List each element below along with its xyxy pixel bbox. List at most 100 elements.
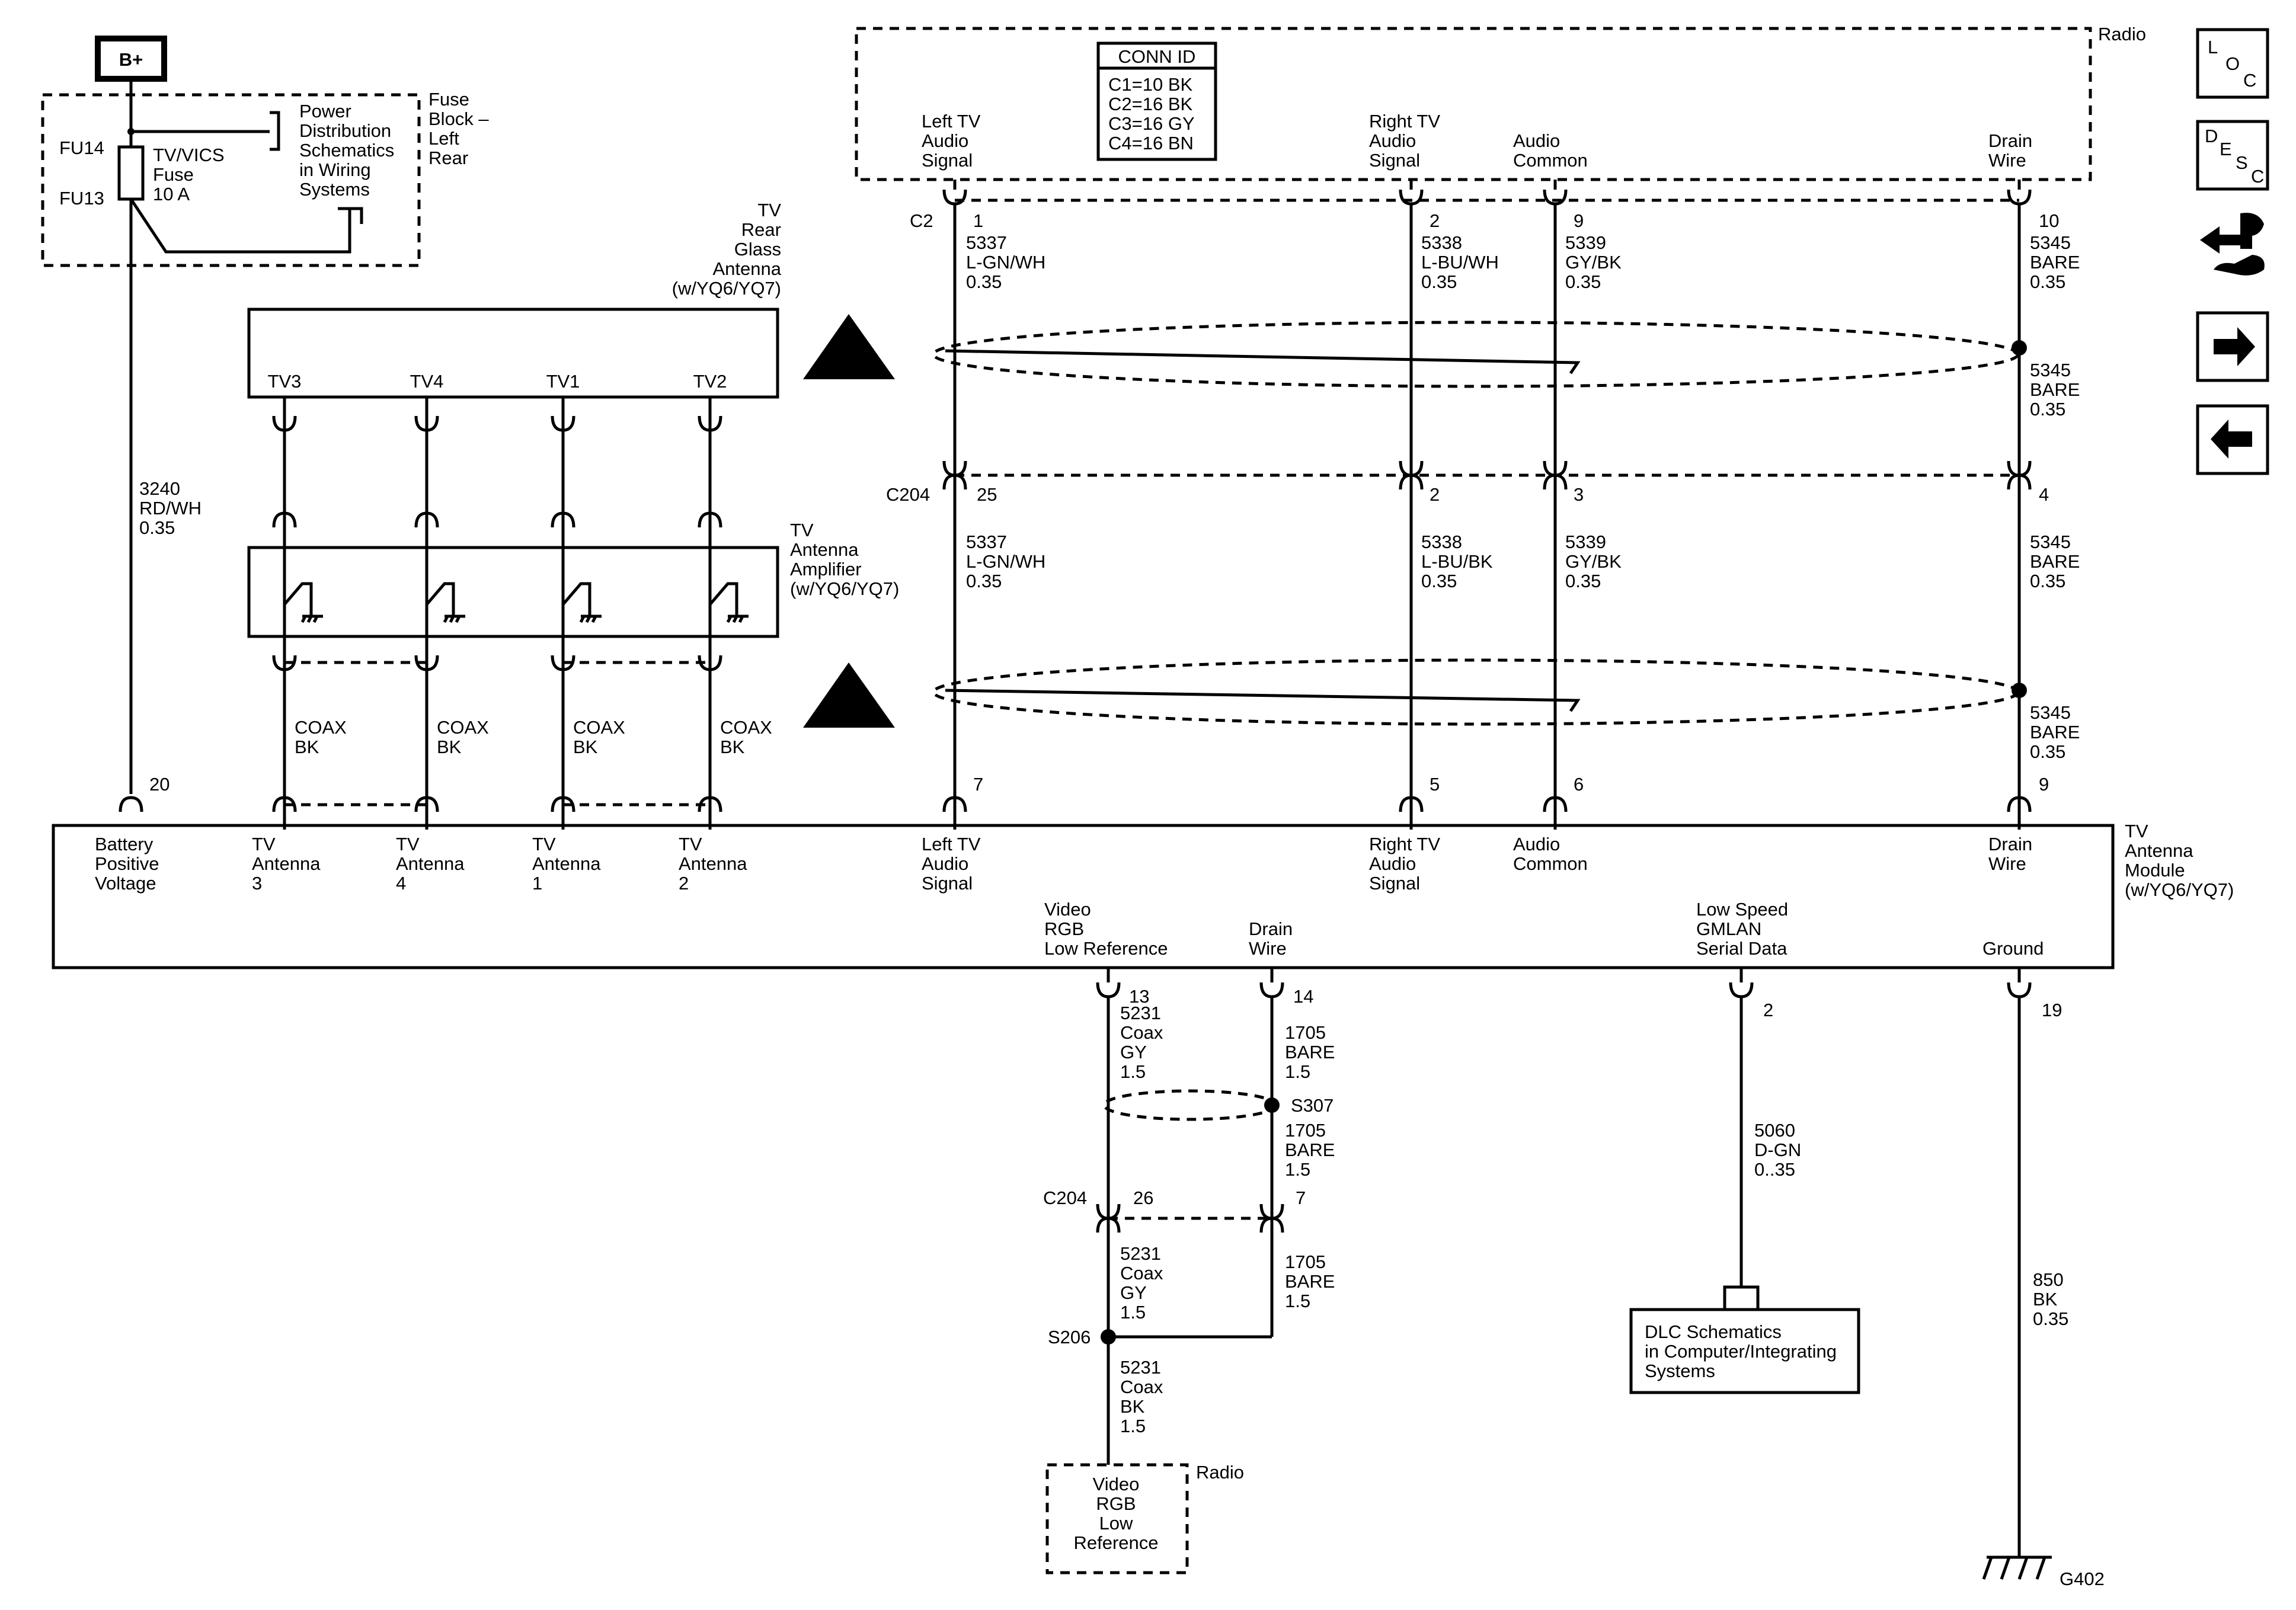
svg-text:Positive: Positive: [95, 853, 159, 874]
fuse-block: [41, 93, 421, 267]
svg-text:1.5: 1.5: [1285, 1291, 1310, 1311]
svg-text:0.35: 0.35: [1565, 571, 1601, 591]
wire-1705-a-label: 1705 BARE 1.5: [1285, 1022, 1335, 1082]
svg-text:Audio: Audio: [922, 853, 968, 874]
svg-text:Voltage: Voltage: [95, 873, 156, 894]
svg-text:TV: TV: [252, 834, 276, 854]
svg-text:19: 19: [2042, 1000, 2062, 1020]
fuse-block-title: Fuse Block – Left Rear: [428, 89, 489, 168]
svg-text:RGB: RGB: [1044, 918, 1084, 939]
svg-text:13: 13: [1129, 986, 1149, 1007]
rear-glass-antenna-box: [247, 308, 779, 399]
svg-text:Audio: Audio: [1513, 130, 1560, 151]
radio-pin-numbers: 1 2 9 10: [973, 210, 2059, 231]
wire-850-label: 850 BK 0.35: [2033, 1269, 2068, 1329]
shield-video: [1102, 1089, 1278, 1121]
svg-text:BARE: BARE: [1285, 1140, 1335, 1160]
drain-label-mid-2: 5345 BARE 0.35: [2030, 702, 2080, 762]
radio-lower-title: Radio: [1196, 1462, 1244, 1483]
svg-text:5345: 5345: [2030, 532, 2071, 552]
conn-id-lines: C1=10 BK C2=16 BK C3=16 GY C4=16 BN: [1108, 74, 1195, 153]
svg-text:Distribution: Distribution: [299, 120, 391, 141]
c204-lower-label: C204: [1043, 1188, 1087, 1208]
svg-text:1.5: 1.5: [1120, 1302, 1146, 1323]
c204-label: C204: [886, 484, 930, 505]
svg-text:5231: 5231: [1120, 1003, 1161, 1023]
svg-text:5345: 5345: [2030, 702, 2071, 723]
svg-text:2: 2: [1430, 484, 1440, 505]
svg-text:BK: BK: [1120, 1396, 1145, 1417]
module-bottom-connector-arcs: [1096, 982, 2032, 998]
c204-pin-numbers: 25 2 3 4: [977, 484, 2049, 505]
wire-5231-c-label: 5231 Coax BK 1.5: [1120, 1357, 1163, 1436]
svg-text:BARE: BARE: [1285, 1042, 1335, 1062]
svg-text:Coax: Coax: [1120, 1022, 1163, 1043]
svg-text:Coax: Coax: [1120, 1263, 1163, 1283]
svg-text:1.5: 1.5: [1285, 1061, 1310, 1082]
svg-text:Drain: Drain: [1988, 130, 2032, 151]
svg-text:Schematics: Schematics: [299, 140, 394, 161]
svg-text:BK: BK: [437, 737, 462, 757]
loc-button[interactable]: L O C: [2196, 28, 2269, 99]
svg-text:Battery: Battery: [95, 834, 154, 854]
svg-text:Rear: Rear: [741, 219, 781, 240]
pin-tv1: TV1: [546, 371, 580, 392]
svg-text:Audio: Audio: [922, 130, 968, 151]
desc-button[interactable]: D E S C: [2196, 120, 2269, 191]
svg-text:Low Speed: Low Speed: [1696, 899, 1788, 920]
fuse-label: TV/VICS Fuse 10 A: [153, 145, 225, 204]
svg-text:Reference: Reference: [1073, 1532, 1158, 1553]
svg-text:L-GN/WH: L-GN/WH: [966, 551, 1045, 572]
svg-text:Audio: Audio: [1369, 853, 1416, 874]
svg-text:Signal: Signal: [1369, 873, 1420, 894]
svg-text:5338: 5338: [1421, 532, 1462, 552]
next-arrow-button[interactable]: [2196, 311, 2269, 382]
svg-text:D: D: [2205, 126, 2218, 146]
svg-text:Block –: Block –: [428, 108, 489, 129]
drain-label-upper-2: 5345 BARE 0.35: [2030, 360, 2080, 420]
svg-text:COAX: COAX: [720, 717, 772, 738]
fu14-label: FU14: [59, 137, 104, 158]
svg-text:0.35: 0.35: [966, 271, 1002, 292]
wire-3240-label: 3240 RD/WH 0.35: [139, 478, 202, 538]
svg-text:Left TV: Left TV: [922, 834, 981, 854]
wrench-swap-icon[interactable]: [2200, 213, 2265, 276]
svg-text:C2=16 BK: C2=16 BK: [1108, 94, 1193, 114]
wire-1705-b-label: 1705 BARE 1.5: [1285, 1120, 1335, 1180]
svg-text:5: 5: [1430, 774, 1440, 795]
svg-text:5339: 5339: [1565, 532, 1606, 552]
radio-pin-labels: Left TV Audio Signal Right TV Audio Sign…: [922, 111, 2032, 171]
svg-text:Antenna: Antenna: [679, 853, 747, 874]
svg-text:Wire: Wire: [1988, 853, 2026, 874]
svg-text:Common: Common: [1513, 853, 1588, 874]
svg-text:4: 4: [2039, 484, 2049, 505]
svg-text:TV: TV: [679, 834, 702, 854]
svg-text:Left: Left: [428, 128, 459, 149]
svg-text:3: 3: [1574, 484, 1584, 505]
module-top-pin-numbers: 20 7 5 6 9: [149, 774, 2049, 795]
coax-labels: COAX BK COAX BK COAX BK COAX BK: [295, 717, 772, 757]
svg-text:Drain: Drain: [1988, 834, 2032, 854]
c204-lower-pin-7: 7: [1296, 1188, 1306, 1208]
svg-text:0.35: 0.35: [139, 517, 175, 538]
radio-box: [855, 27, 2092, 181]
svg-text:10 A: 10 A: [153, 184, 190, 204]
shield-upper-splice: [2012, 340, 2027, 356]
svg-text:5231: 5231: [1120, 1243, 1161, 1264]
amplifier-switch-symbols: [283, 582, 749, 623]
svg-text:0.35: 0.35: [1421, 271, 1457, 292]
svg-text:!: !: [846, 702, 852, 723]
svg-text:TV: TV: [790, 520, 814, 540]
svg-text:25: 25: [977, 484, 997, 505]
svg-text:Signal: Signal: [922, 873, 973, 894]
svg-text:TV: TV: [757, 200, 781, 220]
pin-tv2: TV2: [693, 371, 727, 392]
power-distribution-label: Power Distribution Schematics in Wiring …: [299, 101, 394, 200]
s206-splice: [1101, 1329, 1116, 1345]
wire-labels-mid: 5337 L-GN/WH 0.35 5338 L-BU/BK 0.35 5339…: [966, 532, 2080, 591]
pin-tv4: TV4: [410, 371, 444, 392]
arrow-right-icon: [2214, 327, 2255, 366]
prev-arrow-button[interactable]: [2196, 404, 2269, 475]
svg-text:RD/WH: RD/WH: [139, 498, 202, 518]
svg-text:TV/VICS: TV/VICS: [153, 145, 225, 165]
